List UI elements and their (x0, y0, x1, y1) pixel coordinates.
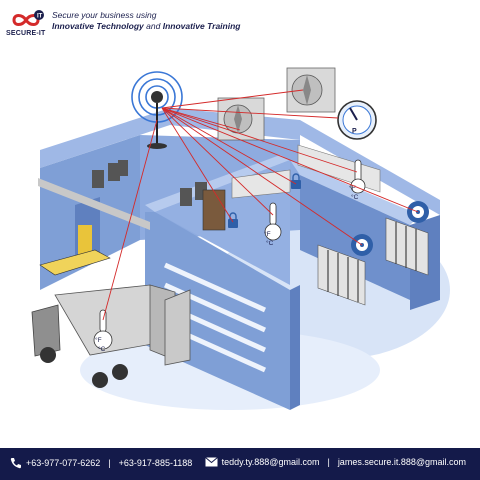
email-1[interactable]: teddy.ty.888@gmail.com (221, 457, 320, 467)
warehouse-illustration: P °F °C °F (31, 67, 450, 410)
overhead-rail (38, 178, 150, 230)
tagline-part1: Innovative Technology (52, 21, 144, 31)
mail-icon (204, 457, 218, 467)
pressure-label: P (352, 128, 357, 135)
pressure-gauge-icon: P (337, 100, 377, 140)
logo-infinity-icon: IT (12, 10, 44, 26)
interior-door (202, 189, 226, 231)
wall-ac-unit-1 (231, 169, 291, 199)
signal-lines (102, 89, 419, 321)
tagline-part2: Innovative Training (162, 21, 241, 31)
partition-side (290, 285, 300, 410)
lock-icon (228, 173, 301, 228)
phone-icon (10, 458, 21, 469)
header: IT SECURE-IT Secure your business using … (0, 0, 480, 44)
svg-text:IT: IT (37, 14, 43, 20)
thermo-2-label-c: °C (266, 239, 274, 247)
server-rack-1 (317, 244, 366, 306)
tagline-line1: Secure your business using (52, 10, 157, 20)
tagline: Secure your business using Innovative Te… (52, 10, 240, 32)
tagline-line2: Innovative Technology and Innovative Tra… (52, 21, 240, 32)
wall-top-left (40, 108, 170, 168)
phone-separator: | (108, 458, 111, 468)
footer: +63-977-077-6262 | +63-917-885-1188 tedd… (0, 448, 480, 480)
email-2[interactable]: james.secure.it.888@gmail.com (337, 457, 466, 467)
delivery-truck (31, 284, 191, 388)
thermo-1-label-f: °F (349, 184, 356, 192)
thermo-3-label-f: °F (95, 336, 102, 344)
phone-2[interactable]: +63-917-885-1188 (118, 458, 193, 468)
email-separator: | (327, 457, 330, 467)
fan-icon (217, 67, 336, 141)
server-rack-2 (385, 217, 429, 276)
footer-emails: teddy.ty.888@gmail.com | james.secure.it… (204, 457, 466, 467)
thermometer-icon: °F °C °F °C °F °C (93, 159, 366, 353)
antenna-icon (131, 71, 183, 149)
dock-ramp (39, 249, 111, 276)
phone-1[interactable]: +63-977-077-6262 (26, 458, 101, 468)
thermo-2-label-f: °F (264, 230, 271, 238)
thermo-1-label-c: °C (351, 193, 359, 201)
forklift (78, 225, 92, 260)
footer-phones: +63-977-077-6262 | +63-917-885-1188 (10, 457, 192, 469)
logo-text: SECURE-IT (6, 30, 46, 37)
tagline-and: and (143, 21, 163, 31)
thermo-3-label-c: °C (98, 345, 106, 353)
